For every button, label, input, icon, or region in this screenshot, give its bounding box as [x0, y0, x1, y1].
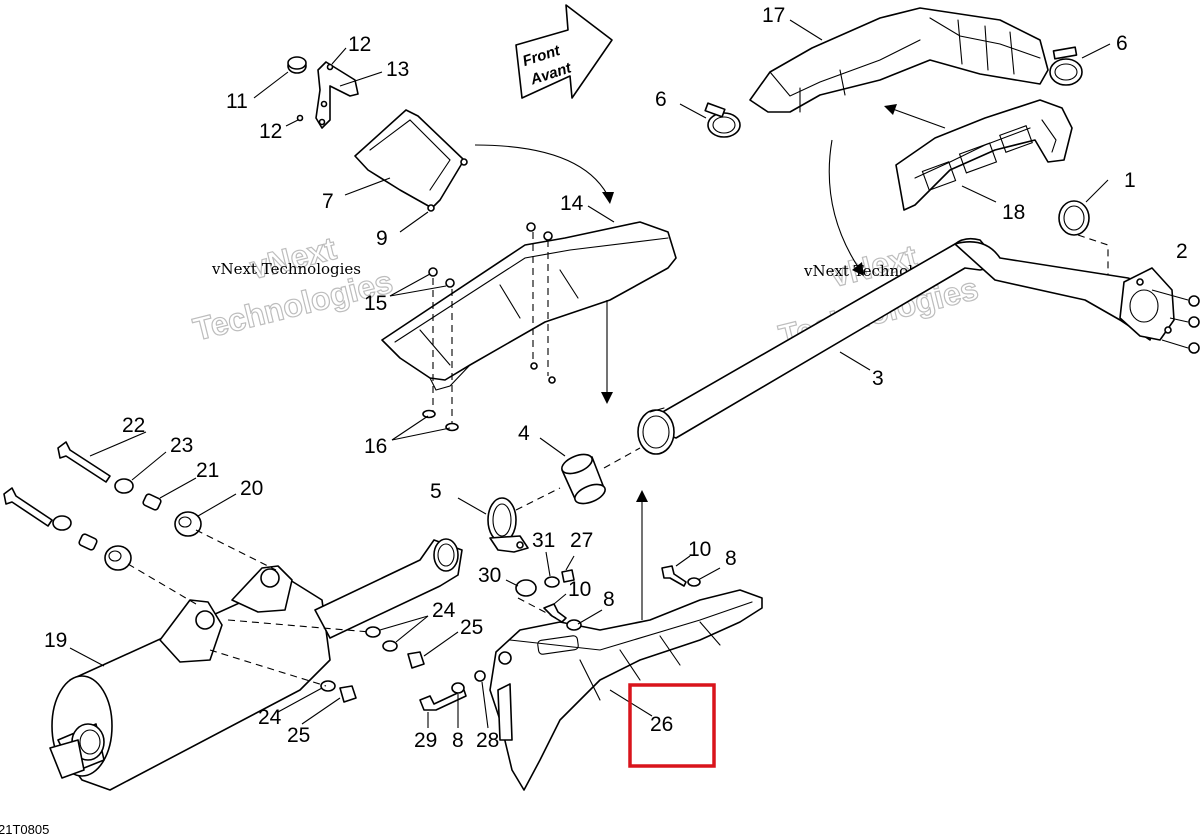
part-6-clamp-right: [1049, 46, 1083, 86]
part-23-washer-upper: [114, 478, 134, 494]
callout-5: 5: [430, 480, 442, 503]
part-21-spacer-lower: [78, 533, 98, 551]
part-4-sleeve: [561, 453, 606, 505]
part-13-bracket: [315, 61, 359, 129]
leader-lines: [69, 19, 1111, 729]
part-28-spacer: [474, 670, 486, 682]
callout-15: 15: [364, 292, 387, 315]
callout-9: 9: [376, 227, 388, 250]
callout-24-lower: 24: [258, 706, 282, 729]
part-20-bushing-lower: [104, 545, 132, 571]
part-21-spacer-upper: [142, 493, 162, 511]
callout-20: 20: [240, 477, 263, 500]
part-12-screw-left: [296, 114, 304, 122]
arrow-head-down: [601, 392, 613, 404]
part-29-bolt: [419, 689, 467, 711]
part-12-screw-top: [326, 63, 334, 71]
part-8-washer-lower: [451, 682, 465, 694]
arrow-head-to-pipe: [852, 262, 864, 276]
callout-26: 26: [650, 713, 673, 736]
part-1-gasket: [1058, 200, 1090, 236]
callout-8-lower: 8: [452, 729, 464, 752]
callout-12-top: 12: [348, 33, 371, 56]
callout-8-right: 8: [725, 547, 737, 570]
callout-31: 31: [532, 529, 555, 552]
part-31-washer: [544, 576, 560, 588]
part-24-washer-upper: [365, 626, 381, 638]
highlight-box-part-26: [628, 683, 716, 768]
callout-10-right: 10: [688, 538, 711, 561]
diagram-code: 21T0805: [0, 822, 49, 837]
part-24-washer-lower: [320, 680, 336, 692]
callout-18: 18: [1002, 201, 1025, 224]
part-20-bushing-upper: [174, 511, 202, 537]
part-8-washer-right: [687, 577, 701, 587]
watermark-left-small: vNext Technologies: [211, 260, 361, 278]
callout-19: 19: [44, 629, 67, 652]
part-25-nut-lower: [339, 685, 357, 703]
callout-16: 16: [364, 435, 387, 458]
part-10-screw-right: [661, 565, 687, 587]
callout-22: 22: [122, 414, 145, 437]
part-18-bracket: [895, 99, 1073, 211]
callout-23: 23: [170, 434, 193, 457]
callout-6-left: 6: [655, 88, 667, 111]
part-22-bolt-upper: [57, 441, 111, 483]
part-23-washer-lower: [52, 515, 72, 531]
callout-27: 27: [570, 529, 593, 552]
part-5-clamp: [487, 497, 529, 553]
callout-28: 28: [476, 729, 499, 752]
part-2-nuts: [1188, 295, 1200, 354]
callout-3: 3: [872, 367, 884, 390]
part-8-washer-center: [566, 619, 582, 631]
part-16-washers: [422, 409, 459, 432]
callout-29: 29: [414, 729, 437, 752]
callout-1: 1: [1124, 169, 1136, 192]
callout-12-left: 12: [259, 120, 282, 143]
callout-30: 30: [478, 564, 501, 587]
arrow-head-to-17: [884, 104, 897, 115]
callout-7: 7: [322, 190, 334, 213]
callout-25-lower: 25: [287, 724, 310, 747]
callout-14: 14: [560, 192, 584, 215]
part-19-muffler: [49, 538, 463, 791]
callout-13: 13: [386, 58, 409, 81]
callout-10-center: 10: [568, 578, 591, 601]
arrow-head-up: [636, 490, 648, 502]
part-24-washer-upper-b: [382, 640, 398, 652]
callout-2: 2: [1176, 240, 1188, 263]
arrow-head-to-14: [602, 192, 614, 204]
part-27-nut: [561, 569, 575, 583]
callout-11: 11: [226, 90, 248, 113]
front-direction-arrow: Front Avant: [515, 4, 613, 99]
part-26-heat-shield: [489, 589, 763, 791]
callout-4: 4: [518, 422, 530, 445]
callout-21: 21: [196, 459, 219, 482]
callout-25-upper: 25: [460, 616, 483, 639]
part-25-nut-upper: [407, 651, 425, 669]
part-17-manifold-shield: [749, 7, 1049, 113]
part-10-screw-center: [543, 603, 567, 623]
watermark-left: vNext Technologies: [189, 229, 397, 348]
callout-numbers: 1 2 3 4 5 6 6 7 8 8 8 9 10 10 11 12 12 1…: [44, 4, 1188, 752]
part-7-heat-shield: [354, 109, 468, 212]
callout-8-center: 8: [603, 588, 615, 611]
part-14-heat-shield: [381, 221, 677, 391]
part-22-bolt-lower: [3, 487, 53, 527]
part-3-exhaust-pipe: [637, 237, 1175, 455]
callout-24-upper: 24: [432, 599, 456, 622]
callout-17: 17: [762, 4, 785, 27]
callout-6-right: 6: [1116, 32, 1128, 55]
part-6-clamp-left: [704, 102, 741, 138]
part-11-grommet: [287, 56, 307, 74]
part-30-grommet: [515, 579, 537, 597]
